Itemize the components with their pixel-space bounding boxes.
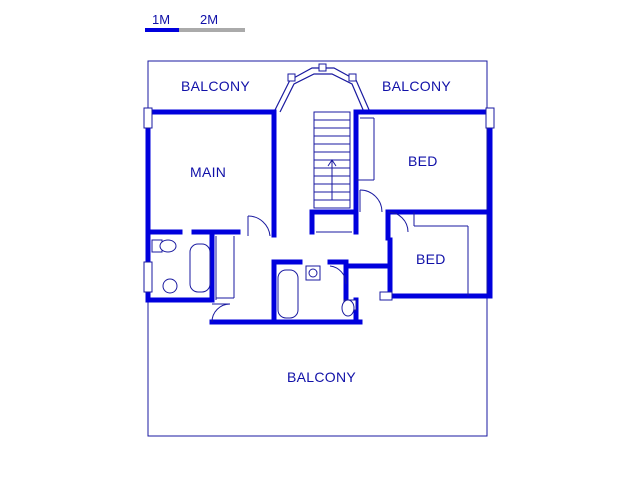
doors <box>211 189 409 323</box>
exterior-walls <box>145 109 493 325</box>
scale-label-2m: 2M <box>200 12 218 27</box>
room-label-main: MAIN <box>190 164 226 180</box>
room-label-balcony-bottom: BALCONY <box>287 369 356 385</box>
staircase <box>313 111 351 209</box>
scale-label-1m: 1M <box>152 12 170 27</box>
bathtub-2 <box>277 269 299 319</box>
bathtub <box>189 243 211 293</box>
second-bathroom-fixtures <box>277 265 357 319</box>
scale-bar-filled-segment <box>145 28 179 32</box>
basin-1 <box>162 278 178 294</box>
interior-lines <box>215 117 469 300</box>
room-label-balcony-top-right: BALCONY <box>382 78 451 94</box>
room-label-bed-2: BED <box>416 251 446 267</box>
room-label-balcony-top-left: BALCONY <box>181 78 250 94</box>
room-label-bed-1: BED <box>408 153 438 169</box>
scale-bar-empty-segment <box>179 28 245 32</box>
windows <box>143 107 495 301</box>
scale-bar: 1M 2M <box>145 12 245 32</box>
main-bathroom-fixtures <box>151 239 211 294</box>
bay-window <box>273 63 371 113</box>
